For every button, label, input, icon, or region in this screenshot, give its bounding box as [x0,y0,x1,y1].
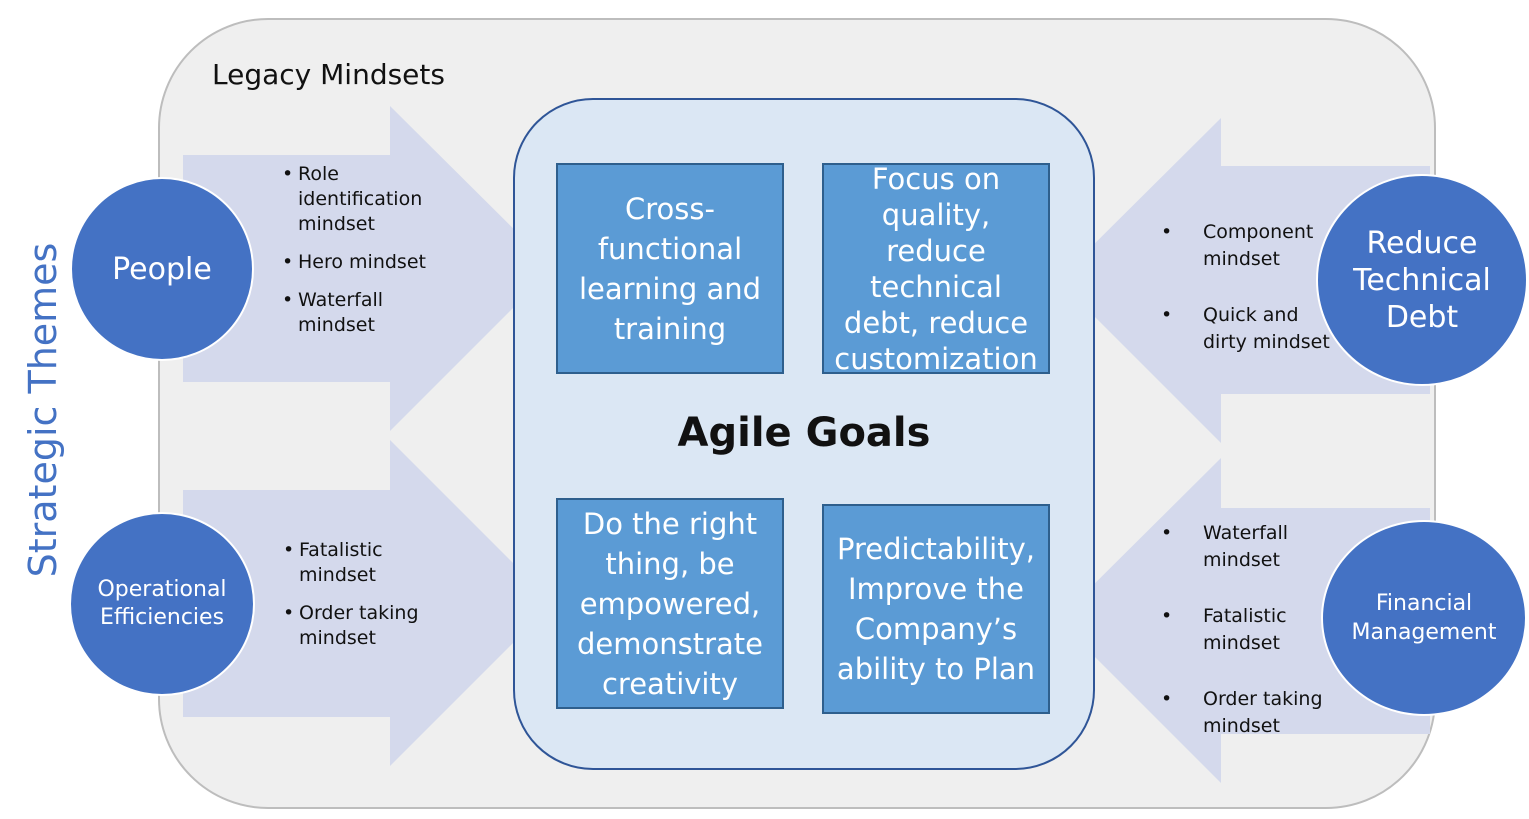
list-item: Quick and dirty mindset [1161,302,1331,356]
arrow-technical-debt [1058,118,1430,443]
list-item: Fatalistic mindset [283,538,453,588]
theme-financial-circle: Financial Management [1321,520,1527,716]
theme-operational-label: Operational Efficiencies [97,577,227,630]
operational-mindsets-list: Fatalistic mindset Order taking mindset [283,538,453,664]
strategic-themes-text: Strategic Themes [21,242,65,578]
legacy-mindsets-title: Legacy Mindsets [212,58,445,91]
theme-financial-label: Financial Management [1351,591,1497,645]
goal-cross-functional: Cross-functional learning and training [556,163,784,374]
theme-people-circle: People [70,177,254,361]
theme-technical-debt-label: Reduce Technical Debt [1353,225,1491,335]
list-item: Fatalistic mindset [1161,603,1331,657]
goal-focus-quality: Focus on quality, reduce technical debt,… [822,162,1050,376]
agile-goals-title: Agile Goals [677,410,931,456]
financial-mindsets-list: Waterfall mindset Fatalistic mindset Ord… [1161,520,1331,769]
strategic-themes-label: Strategic Themes [8,230,78,590]
list-item: Order taking mindset [1161,686,1331,740]
list-item: Component mindset [1161,219,1331,273]
goal-do-right-thing: Do the right thing, be empowered, demons… [556,498,784,709]
theme-people-label: People [112,251,212,287]
list-item: Waterfall mindset [282,288,452,338]
people-mindsets-list: Role identification mindset Hero mindset… [282,162,452,351]
technical-debt-mindsets-list: Component mindset Quick and dirty mindse… [1161,219,1331,385]
theme-operational-circle: Operational Efficiencies [69,512,255,696]
list-item: Order taking mindset [283,601,453,651]
theme-technical-debt-circle: Reduce Technical Debt [1316,174,1528,386]
list-item: Waterfall mindset [1161,520,1331,574]
goal-predictability: Predictability, Improve the Company’s ab… [822,504,1050,714]
list-item: Hero mindset [282,250,452,275]
list-item: Role identification mindset [282,162,452,237]
